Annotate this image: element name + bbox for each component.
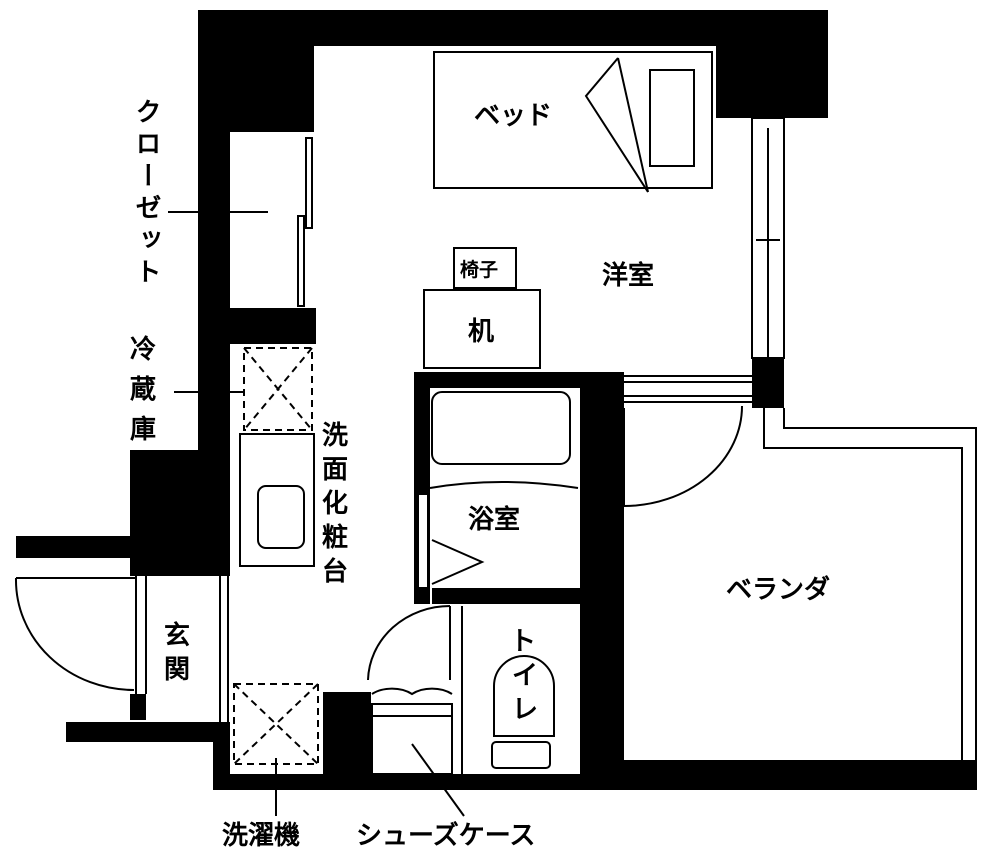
chair [453,247,517,289]
fridge-label-2: 蔵 [130,375,156,405]
fridge-label-3: 庫 [130,415,156,445]
entrance-label-1: 玄 [164,620,190,651]
labels: クローゼット 冷 蔵 庫 洗 面 化 粧 台 玄 関 洗濯機 シューズケース ベ… [130,98,830,851]
bed [433,51,713,193]
desk-label: 机 [468,317,494,347]
shoe-case [371,687,453,775]
desk [423,289,541,369]
vanity-label-3: 化 [322,489,348,519]
fridge-label-1: 冷 [130,334,156,365]
chair-label: 椅子 [460,258,498,281]
washer-label: 洗濯機 [222,821,300,851]
washing-machine [233,683,319,765]
balcony-label: ベランダ [726,574,830,605]
western-room-label: 洋室 [602,260,654,291]
vanity-label-2: 面 [322,455,348,485]
shoe-case-label: シューズケース [356,820,535,851]
bathroom-label: 浴室 [468,504,520,535]
toilet [461,606,555,774]
walls [16,10,977,790]
closet-doors [297,137,313,307]
toilet-label-2: イ [512,661,538,691]
bathtub [417,391,579,589]
fridge [243,347,313,431]
vanity [239,433,315,567]
entrance-label-2: 関 [164,655,190,685]
doors [14,405,743,691]
window-frames [135,117,977,762]
vanity-label-5: 台 [322,556,348,587]
toilet-label-1: ト [510,627,536,657]
leader-lines [168,211,465,817]
closet-label: クローゼット [131,98,161,290]
bed-label: ベッド [474,101,552,131]
toilet-label-3: レ [512,695,538,725]
vanity-label-4: 粧 [322,522,348,553]
desk-set [423,247,541,369]
vanity-label-1: 洗 [322,421,348,451]
